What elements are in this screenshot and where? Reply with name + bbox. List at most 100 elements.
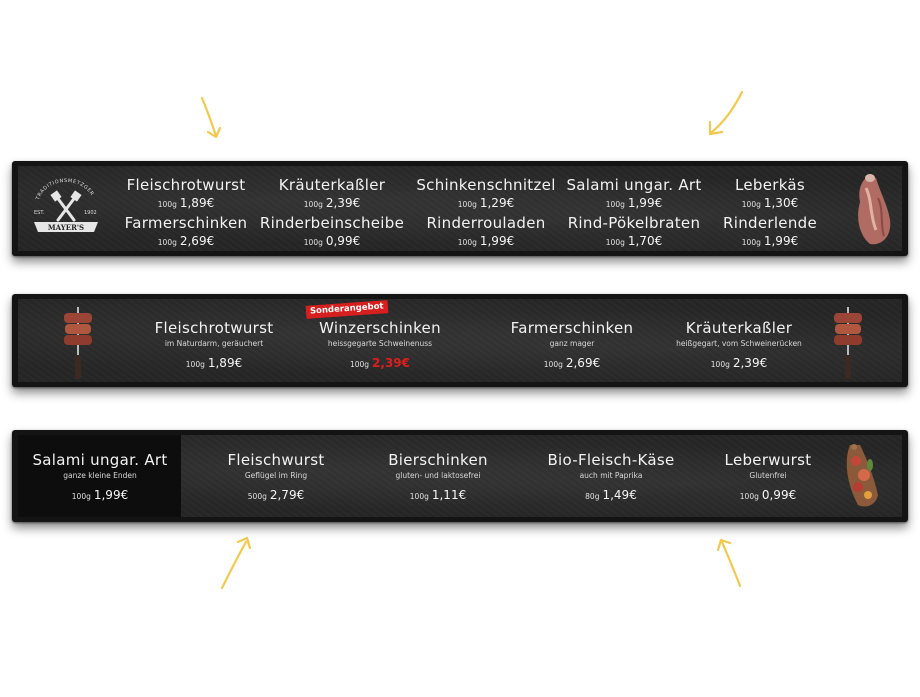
item-unit: 100g bbox=[71, 492, 91, 501]
item-unit: 500g bbox=[247, 492, 267, 501]
butcher-logo-icon: TRADITIONSMETZGER EST. 1902 MAYER'S bbox=[28, 176, 104, 242]
board-screen: TRADITIONSMETZGER EST. 1902 MAYER'S Flei… bbox=[18, 166, 902, 251]
item-unit: 100g bbox=[739, 492, 759, 501]
menu-board-1: TRADITIONSMETZGER EST. 1902 MAYER'S Flei… bbox=[12, 161, 908, 256]
item-name: Kräuterkaßler bbox=[685, 319, 793, 337]
item-description: ganze kleine Enden bbox=[63, 471, 137, 480]
sausage-board-icon bbox=[836, 439, 886, 513]
menu-board-2: Sonderangebot Fleischrotwurst im Naturda… bbox=[12, 294, 908, 387]
logo-est: EST. bbox=[34, 210, 45, 216]
item-price: 1,99€ bbox=[763, 234, 799, 248]
item-name: Leberwurst bbox=[724, 451, 812, 469]
item-price: 1,30€ bbox=[763, 196, 799, 210]
item-name: Leberkäs bbox=[734, 176, 806, 194]
logo-arc-text: TRADITIONSMETZGER bbox=[35, 178, 95, 202]
item-name: Rinderbeinscheibe bbox=[259, 214, 405, 232]
item-price: 1,99€ bbox=[479, 234, 515, 248]
item-unit: 100g bbox=[741, 238, 761, 247]
item-price: 1,99€ bbox=[627, 196, 663, 210]
item-unit: 100g bbox=[409, 492, 429, 501]
item-unit: 100g bbox=[543, 360, 563, 369]
item-price: 1,99€ bbox=[93, 488, 129, 502]
item-name: Fleischwurst bbox=[227, 451, 325, 469]
menu-item: Winzerschinken heissgegarte Schweinenuss… bbox=[300, 319, 460, 372]
item-unit: 100g bbox=[157, 238, 177, 247]
item-price: 1,29€ bbox=[479, 196, 515, 210]
item-unit: 100g bbox=[157, 200, 177, 209]
item-price: 1,49€ bbox=[602, 488, 637, 502]
item-unit: 100g bbox=[349, 360, 370, 369]
meat-skewer-icon bbox=[58, 305, 98, 381]
item-name: Bio-Fleisch-Käse bbox=[547, 451, 675, 469]
item-unit: 80g bbox=[585, 492, 600, 501]
item-unit: 100g bbox=[457, 200, 477, 209]
item-description: heißgegart, vom Schweinerücken bbox=[676, 339, 802, 348]
arrow-bottom-left-icon bbox=[214, 526, 274, 596]
item-price: 2,79€ bbox=[269, 488, 305, 502]
item-description: auch mit Paprika bbox=[579, 471, 643, 480]
item-price: 1,70€ bbox=[627, 234, 663, 248]
menu-board-3: Salami ungar. Art ganze kleine Enden 100… bbox=[12, 430, 908, 522]
item-description: ganz mager bbox=[549, 339, 595, 348]
item-unit: 100g bbox=[303, 238, 323, 247]
arrow-bottom-right-icon bbox=[706, 526, 766, 596]
special-offer-badge: Sonderangebot bbox=[305, 300, 389, 319]
item-description: Geflügel im Ring bbox=[244, 471, 308, 480]
item-price-sale: 2,39€ bbox=[372, 356, 411, 370]
item-unit: 100g bbox=[457, 238, 477, 247]
item-name: Schinkenschnitzel bbox=[416, 176, 556, 194]
item-name: Farmerschinken bbox=[124, 214, 248, 232]
item-price: 1,89€ bbox=[179, 196, 215, 210]
item-price: 2,69€ bbox=[565, 356, 601, 370]
item-name: Kräuterkaßler bbox=[278, 176, 386, 194]
ham-leg-icon bbox=[850, 172, 896, 248]
logo-year: 1902 bbox=[84, 210, 97, 216]
svg-text:TRADITIONSMETZGER: TRADITIONSMETZGER bbox=[35, 178, 95, 202]
item-name: Salami ungar. Art bbox=[566, 176, 702, 194]
arrow-top-right-icon bbox=[700, 88, 760, 158]
logo-brand: MAYER'S bbox=[48, 223, 84, 232]
menu-item: Kräuterkaßler heißgegart, vom Schweinerü… bbox=[654, 319, 824, 372]
board-screen: Salami ungar. Art ganze kleine Enden 100… bbox=[18, 435, 902, 517]
board-screen: Sonderangebot Fleischrotwurst im Naturda… bbox=[18, 299, 902, 382]
item-unit: 100g bbox=[605, 200, 625, 209]
menu-item: Salami ungar. Art ganze kleine Enden 100… bbox=[24, 451, 176, 504]
menu-item: Fleischrotwurst im Naturdarm, geräuchert… bbox=[134, 319, 294, 372]
item-unit: 100g bbox=[741, 200, 761, 209]
item-name: Fleischrotwurst bbox=[126, 176, 246, 194]
item-name: Winzerschinken bbox=[319, 319, 441, 337]
item-unit: 100g bbox=[303, 200, 323, 209]
item-name: Rind-Pökelbraten bbox=[567, 214, 701, 232]
item-unit: 100g bbox=[185, 360, 205, 369]
menu-item: Bierschinken gluten- und laktosefrei 100… bbox=[358, 451, 518, 504]
item-price: 2,69€ bbox=[179, 234, 215, 248]
item-price: 2,39€ bbox=[732, 356, 768, 370]
item-unit: 100g bbox=[605, 238, 625, 247]
meat-skewer-icon bbox=[828, 305, 868, 381]
item-name: Rinderlende bbox=[723, 214, 817, 232]
item-description: gluten- und laktosefrei bbox=[395, 471, 481, 480]
item-name: Farmerschinken bbox=[510, 319, 634, 337]
item-price: 2,39€ bbox=[325, 196, 361, 210]
item-description: im Naturdarm, geräuchert bbox=[164, 339, 264, 348]
item-price: 1,11€ bbox=[431, 488, 467, 502]
item-name: Rinderrouladen bbox=[426, 214, 546, 232]
arrow-top-left-icon bbox=[192, 92, 252, 162]
item-description: heissgegarte Schweinenuss bbox=[327, 339, 433, 348]
item-price: 1,89€ bbox=[207, 356, 243, 370]
item-price: 0,99€ bbox=[761, 488, 797, 502]
